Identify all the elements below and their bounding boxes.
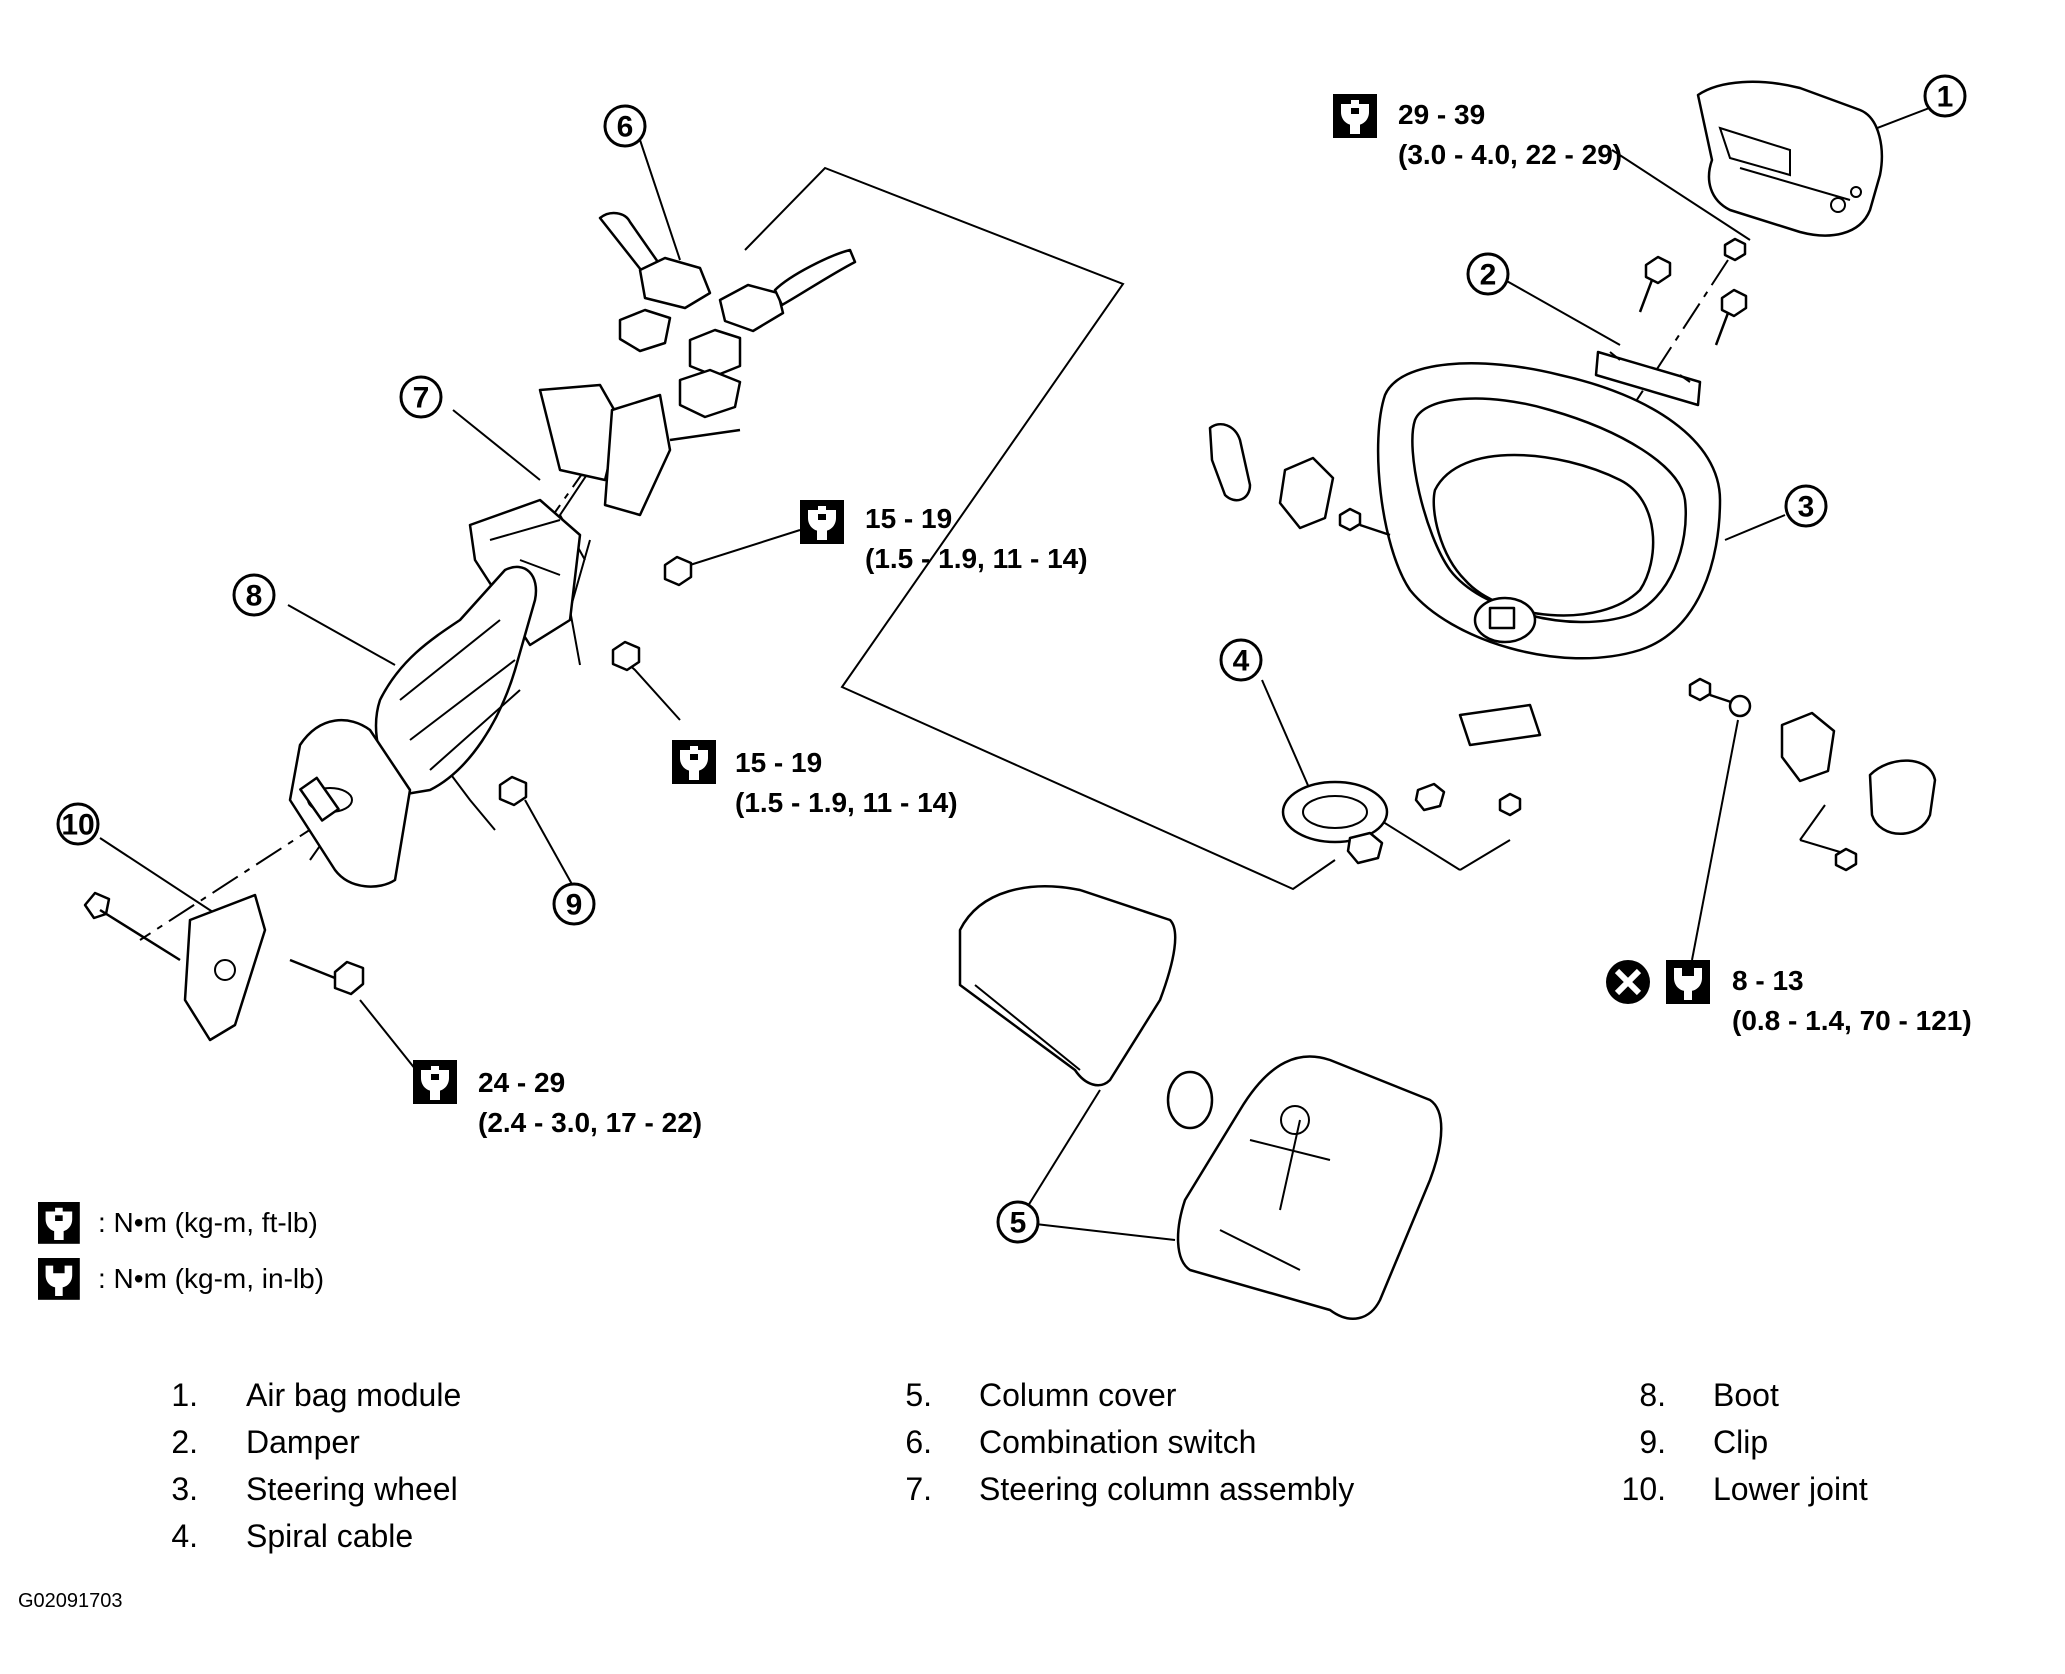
part-name: Air bag module (246, 1377, 461, 1413)
callout-circle (552, 882, 596, 926)
callout-circle (603, 104, 647, 148)
torque-value: 15 - 19 (865, 503, 952, 534)
torque-detail: (1.5 - 1.9, 11 - 14) (735, 787, 958, 818)
part-name: Clip (1713, 1424, 1768, 1460)
torque-detail: (2.4 - 3.0, 17 - 22) (478, 1107, 702, 1138)
part-number: 8. (1639, 1377, 1666, 1413)
callout-circle (56, 802, 100, 846)
part-name: Column cover (979, 1377, 1177, 1413)
part-number: 10. (1622, 1471, 1666, 1507)
torque-wrench-icon (413, 1060, 457, 1104)
torque-value: 8 - 13 (1732, 965, 1804, 996)
air-bag-module-part (1696, 80, 1884, 237)
callout-circle (1784, 484, 1828, 528)
callout-number: 4 (1233, 645, 1250, 678)
combination-switch-part (598, 211, 857, 419)
callout-circle (1219, 638, 1263, 682)
callout-circle (399, 375, 443, 419)
part-name: Steering wheel (246, 1471, 458, 1507)
torque-labels: 29 - 39 (3.0 - 4.0, 22 - 29) 15 - 19 (1.… (478, 99, 1972, 1138)
part-name: Boot (1713, 1377, 1779, 1413)
switch-assemblies (1208, 423, 1937, 872)
part-number: 6. (905, 1424, 932, 1460)
part-number: 3. (171, 1471, 198, 1507)
part-name: Lower joint (1713, 1471, 1868, 1507)
part-name: Spiral cable (246, 1518, 413, 1554)
part-number: 4. (171, 1518, 198, 1554)
part-name: Combination switch (979, 1424, 1256, 1460)
callout-circle (1923, 74, 1967, 118)
torque-wrench-icon (672, 740, 716, 784)
torque-wrench-icon (800, 500, 844, 544)
torque-wrench-reverse-icon (38, 1258, 80, 1300)
callout-number: 2 (1480, 259, 1497, 292)
figure-code: G02091703 (18, 1590, 123, 1612)
callout-number: 8 (246, 580, 263, 613)
nuts-and-clips (498, 555, 693, 807)
torque-detail: (3.0 - 4.0, 22 - 29) (1398, 139, 1622, 170)
damper-part (1594, 237, 1748, 407)
part-name: Damper (246, 1424, 360, 1460)
parts-list: 1. Air bag module 2. Damper 3. Steering … (171, 1377, 1868, 1554)
torque-wrench-reverse-icon (1666, 960, 1710, 1004)
part-number: 9. (1639, 1424, 1666, 1460)
callout-number: 7 (413, 382, 430, 415)
lower-joint-part (83, 891, 365, 1042)
part-number: 1. (171, 1377, 198, 1413)
torque-wrench-icon (1333, 94, 1377, 138)
part-number: 2. (171, 1424, 198, 1460)
callout-circle (996, 1200, 1040, 1244)
legend: : N•m (kg-m, ft-lb) : N•m (kg-m, in-lb) (38, 1202, 324, 1300)
callout-number: 10 (61, 809, 94, 842)
steering-column-part (288, 383, 741, 888)
spiral-cable-part (1281, 780, 1522, 865)
torque-value: 15 - 19 (735, 747, 822, 778)
callout-number: 3 (1798, 491, 1815, 524)
part-number: 7. (905, 1471, 932, 1507)
torque-value: 29 - 39 (1398, 99, 1485, 130)
torque-icons (413, 94, 1710, 1104)
callout-markers: 1 2 3 4 5 6 7 8 9 10 (56, 74, 1967, 1244)
callout-number: 9 (566, 889, 583, 922)
callout-number: 6 (617, 111, 634, 144)
torque-wrench-icon (38, 1202, 80, 1244)
part-number: 5. (905, 1377, 932, 1413)
callout-number: 5 (1010, 1207, 1027, 1240)
column-cover-part (958, 885, 1443, 1320)
torque-detail: (0.8 - 1.4, 70 - 121) (1732, 1005, 1972, 1036)
torque-detail: (1.5 - 1.9, 11 - 14) (865, 543, 1088, 574)
torque-value: 24 - 29 (478, 1067, 565, 1098)
part-name: Steering column assembly (979, 1471, 1354, 1507)
steering-wheel-part (1376, 362, 1722, 747)
legend-item: : N•m (kg-m, in-lb) (98, 1263, 324, 1294)
callout-circle (1466, 252, 1510, 296)
legend-item: : N•m (kg-m, ft-lb) (98, 1207, 318, 1238)
callout-number: 1 (1937, 81, 1954, 114)
callout-circle (232, 573, 276, 617)
